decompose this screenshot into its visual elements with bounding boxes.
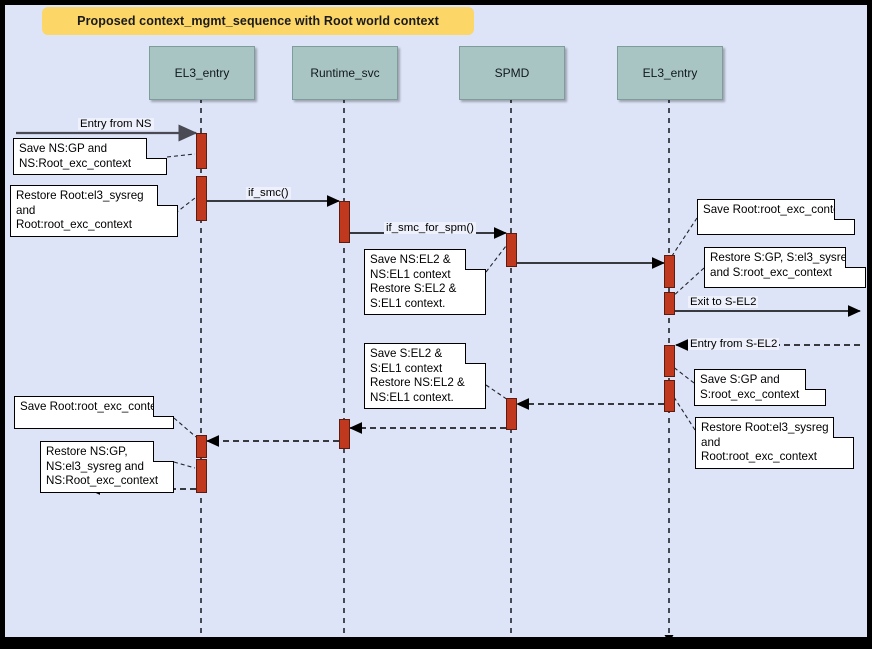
- note-restore-root-r: Restore Root:el3_sysreg and Root:root_ex…: [695, 417, 854, 469]
- note-fold-corner-icon: [146, 138, 167, 159]
- participant-box-0[interactable]: EL3_entry: [149, 46, 255, 100]
- participant-label: SPMD: [494, 66, 530, 80]
- note-text: Restore Root:el3_sysreg and Root:root_ex…: [701, 421, 829, 464]
- diagram-canvas: [5, 5, 867, 637]
- participant-label: EL3_entry: [174, 66, 230, 80]
- activation-bar-el3_entry_2-7[interactable]: [664, 380, 675, 412]
- note-connector: [166, 153, 196, 158]
- note-restore-s-gp: Restore S:GP, S:el3_sysreg and S:root_ex…: [704, 247, 866, 288]
- note-text: Restore S:GP, S:el3_sysreg and S:root_ex…: [710, 251, 854, 279]
- note-restore-ns-gp: Restore NS:GP, NS:el3_sysreg and NS:Root…: [40, 441, 174, 493]
- note-fold-corner-icon: [465, 249, 486, 270]
- note-text: Save S:GP and S:root_exc_context: [700, 373, 800, 401]
- note-fold-corner-icon: [157, 185, 178, 206]
- message-label-0: Entry from NS: [78, 118, 154, 130]
- note-text: Save S:EL2 & S:EL1 context Restore NS:EL…: [370, 347, 465, 404]
- note-text: Restore NS:GP, NS:el3_sysreg and NS:Root…: [46, 445, 159, 488]
- note-save-s-gp: Save S:GP and S:root_exc_context: [694, 369, 826, 407]
- message-label-4: Entry from S-EL2: [688, 338, 780, 350]
- note-fold-corner-icon: [833, 417, 854, 438]
- activation-bar-el3_entry-10[interactable]: [196, 435, 207, 458]
- note-spmd-save-ns-el2: Save NS:EL2 & NS:EL1 context Restore S:E…: [364, 249, 486, 316]
- note-connector: [671, 393, 696, 431]
- note-fold-corner-icon: [465, 343, 486, 364]
- note-fold-corner-icon: [153, 396, 174, 417]
- lifelines-group: [200, 98, 674, 643]
- participant-box-1[interactable]: Runtime_svc: [292, 46, 398, 100]
- activation-bar-spmd-8[interactable]: [506, 398, 517, 430]
- participant-label: Runtime_svc: [310, 66, 380, 80]
- note-connector: [671, 365, 695, 384]
- note-text: Save NS:GP and NS:Root_exc_context: [19, 142, 132, 170]
- note-fold-corner-icon: [805, 369, 826, 390]
- activation-bar-spmd-3[interactable]: [506, 233, 517, 267]
- note-connector: [485, 384, 509, 401]
- activation-bar-el3_entry_2-4[interactable]: [664, 255, 675, 288]
- note-connector: [670, 267, 705, 299]
- participant-box-3[interactable]: EL3_entry: [617, 46, 723, 100]
- note-spmd-save-s-el2: Save S:EL2 & S:EL1 context Restore NS:EL…: [364, 343, 486, 410]
- note-connector: [173, 461, 196, 469]
- activation-bar-el3_entry_2-6[interactable]: [664, 345, 675, 377]
- activation-bar-el3_entry-1[interactable]: [196, 176, 207, 221]
- activation-bar-el3_entry_2-5[interactable]: [664, 292, 675, 315]
- note-save-ns-gp: Save NS:GP and NS:Root_exc_context: [13, 138, 167, 176]
- note-fold-corner-icon: [845, 247, 866, 268]
- activation-bar-el3_entry-11[interactable]: [196, 459, 207, 493]
- note-save-root-exc-l: Save Root:root_exc_context: [14, 396, 174, 429]
- lifeline-end-arrow-icon: [664, 635, 674, 643]
- note-connector: [667, 217, 698, 263]
- note-text: Save Root:root_exc_context: [703, 203, 849, 216]
- note-text: Save Root:root_exc_context: [20, 400, 166, 413]
- note-fold-corner-icon: [153, 441, 174, 462]
- note-connectors-group: [163, 153, 705, 469]
- note-save-root-exc-r: Save Root:root_exc_context: [697, 199, 855, 235]
- activation-bar-runtime_svc-2[interactable]: [339, 201, 350, 243]
- message-label-3: Exit to S-EL2: [688, 296, 759, 308]
- diagram-title: Proposed context_mgmt_sequence with Root…: [42, 7, 474, 35]
- note-text: Restore Root:el3_sysreg and Root:root_ex…: [16, 189, 144, 232]
- participant-label: EL3_entry: [642, 66, 698, 80]
- participant-box-2[interactable]: SPMD: [459, 46, 565, 100]
- message-label-1: if_smc(): [246, 187, 291, 199]
- note-restore-root-el3: Restore Root:el3_sysreg and Root:root_ex…: [10, 185, 178, 237]
- note-connector: [173, 417, 197, 438]
- message-label-2: if_smc_for_spm(): [384, 222, 476, 234]
- activation-bar-el3_entry-0[interactable]: [196, 133, 207, 169]
- messages-group: [16, 124, 861, 495]
- note-text: Save NS:EL2 & NS:EL1 context Restore S:E…: [370, 253, 457, 310]
- note-fold-corner-icon: [834, 199, 855, 220]
- note-connector: [485, 245, 507, 273]
- activation-bar-runtime_svc-9[interactable]: [339, 419, 350, 449]
